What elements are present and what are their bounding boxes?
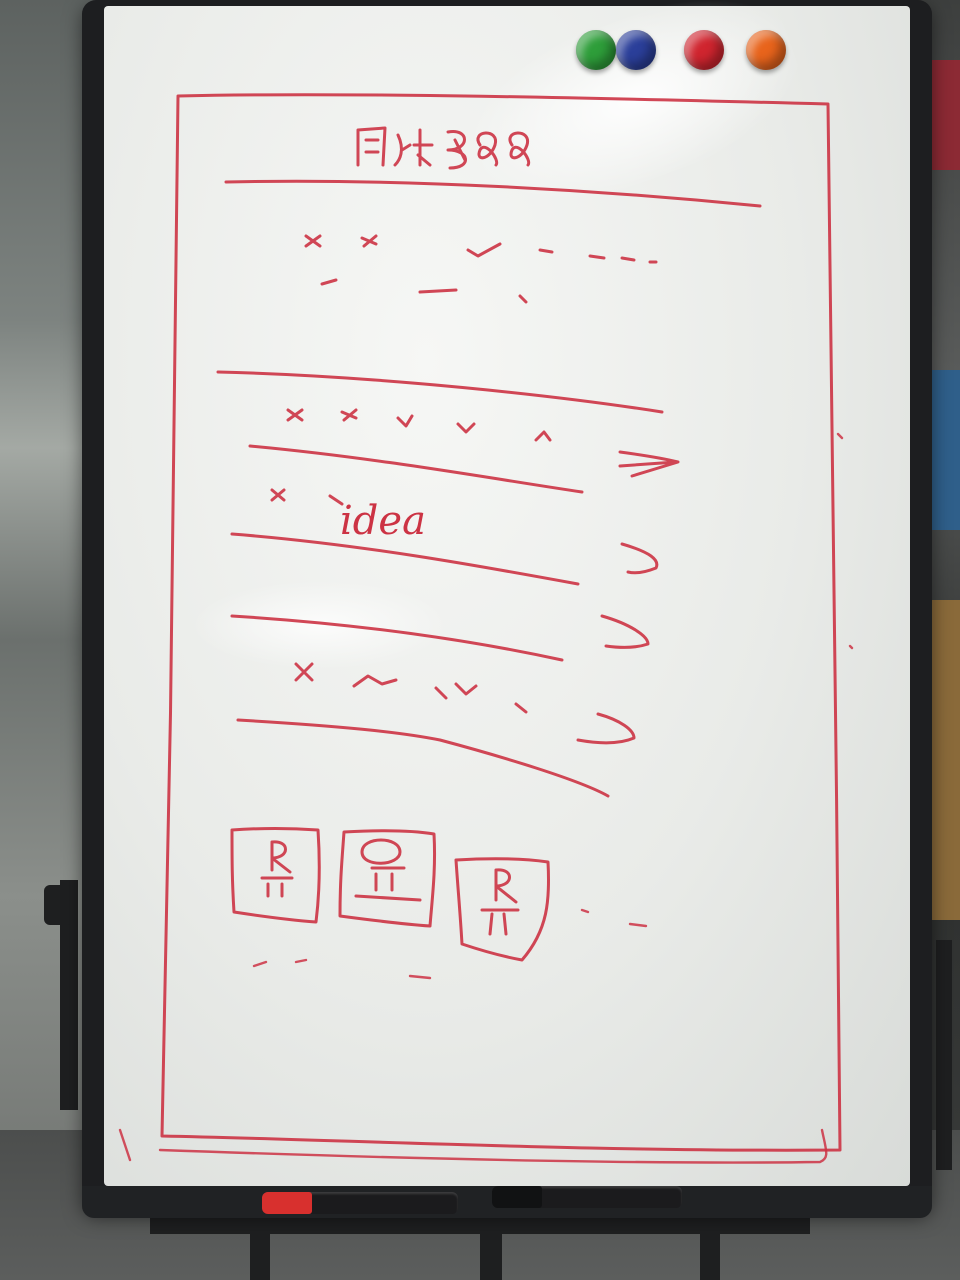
sketch-row-1 bbox=[304, 234, 658, 304]
sketch-frame-corner bbox=[118, 1128, 828, 1164]
sketch-row-3: idea bbox=[230, 488, 659, 586]
red-magnet[interactable] bbox=[684, 30, 724, 70]
sketch-frame bbox=[160, 93, 842, 1152]
blue-magnet[interactable] bbox=[616, 30, 656, 70]
sketch-header-scribble bbox=[356, 126, 531, 170]
green-magnet[interactable] bbox=[576, 30, 616, 70]
easel-leg-left bbox=[60, 880, 78, 1110]
sketch-card-1 bbox=[230, 827, 321, 924]
sketch-idea-text: idea bbox=[340, 498, 426, 544]
easel-foot-left bbox=[250, 1230, 270, 1280]
sketch-card-3 bbox=[454, 857, 551, 962]
black-marker[interactable] bbox=[492, 1186, 682, 1208]
shelf-red-binder bbox=[930, 60, 960, 170]
sketch-row-5 bbox=[236, 712, 636, 798]
sketch-ellipsis bbox=[580, 908, 648, 928]
easel-leg-right bbox=[936, 940, 952, 1170]
sketch-header-divider bbox=[224, 179, 762, 208]
sketch-row-4 bbox=[230, 614, 650, 714]
shelf-blue-binder bbox=[930, 370, 960, 530]
sketch-divider-1 bbox=[216, 370, 664, 414]
easel-foot-mid bbox=[480, 1230, 502, 1280]
black-marker-cap bbox=[492, 1186, 542, 1208]
easel-knob-left bbox=[44, 885, 74, 925]
orange-magnet[interactable] bbox=[746, 30, 786, 70]
sketch-card-2 bbox=[338, 829, 437, 928]
sketch-scribble-bottom bbox=[252, 958, 432, 980]
sketch-row-2 bbox=[248, 408, 680, 494]
red-marker-cap bbox=[262, 1192, 312, 1214]
sketch-smudges bbox=[836, 432, 854, 650]
easel-foot-right bbox=[700, 1230, 720, 1280]
light-glare-small bbox=[190, 580, 450, 670]
red-marker[interactable] bbox=[262, 1192, 458, 1214]
